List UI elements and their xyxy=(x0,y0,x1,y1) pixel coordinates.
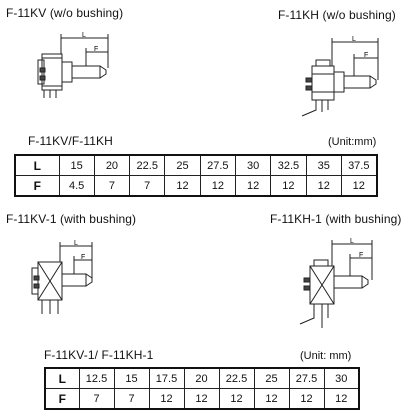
table1-cell: 4.5 xyxy=(58,175,95,197)
table2-cell: 20 xyxy=(183,367,220,389)
table1-cell: 37.5 xyxy=(340,154,378,176)
table2-row-l-label: L xyxy=(44,367,80,389)
f11kh-1-dim-f: F xyxy=(359,252,363,259)
table1-row-f: F 4.5 7 7 12 12 12 12 12 12 xyxy=(14,175,378,197)
table2: L 12.5 15 17.5 20 22.5 25 27.5 30 F 7 7 … xyxy=(44,367,360,410)
table2-cell: 12 xyxy=(323,388,360,410)
table2-row-f: F 7 7 12 12 12 12 12 12 xyxy=(44,388,360,410)
table2-cell: 7 xyxy=(113,388,150,410)
table1-cell: 27.5 xyxy=(199,154,236,176)
table1-cell: 12 xyxy=(199,175,236,197)
table1-cell: 35 xyxy=(305,154,342,176)
f11kv-dim-f: F xyxy=(94,46,98,53)
table1-cell: 12 xyxy=(340,175,378,197)
table1-cell: 12 xyxy=(164,175,201,197)
table1-cell: 20 xyxy=(93,154,131,176)
f11kv-dim-l: L xyxy=(82,32,86,39)
table1-unit: (Unit:mm) xyxy=(328,136,377,148)
f11kv-1-dim-f: F xyxy=(81,254,85,261)
table1-cell: 7 xyxy=(93,175,131,197)
table2-cell: 12 xyxy=(183,388,220,410)
table1-row-l: L 15 20 22.5 25 27.5 30 32.5 35 37.5 xyxy=(14,154,378,176)
table2-row-f-label: F xyxy=(44,388,80,410)
f11kv-1-dim-l: L xyxy=(74,240,78,247)
table1-cell: 12 xyxy=(305,175,342,197)
f11kh-1-dim-l: L xyxy=(350,238,354,245)
table2-cell: 12 xyxy=(288,388,325,410)
table2-cell: 12 xyxy=(218,388,255,410)
table2-cell: 15 xyxy=(113,367,150,389)
table1-cell: 22.5 xyxy=(129,154,166,176)
table1-row-f-label: F xyxy=(14,175,60,197)
table1-cell: 12 xyxy=(234,175,272,197)
f11kh-1-drawing: L F xyxy=(288,238,380,334)
table2-cell: 17.5 xyxy=(148,367,185,389)
table2-caption: F-11KV-1/ F-11KH-1 xyxy=(44,348,154,362)
table1: L 15 20 22.5 25 27.5 30 32.5 35 37.5 F 4… xyxy=(14,154,378,197)
table2-cell: 25 xyxy=(253,367,290,389)
table2-cell: 12 xyxy=(148,388,185,410)
table2-row-l: L 12.5 15 17.5 20 22.5 25 27.5 30 xyxy=(44,367,360,389)
table1-caption: F-11KV/F-11KH xyxy=(28,134,113,148)
table2-cell: 12.5 xyxy=(78,367,115,389)
table1-cell: 32.5 xyxy=(270,154,307,176)
table2-cell: 22.5 xyxy=(218,367,255,389)
f11kv-drawing: L F xyxy=(28,32,118,104)
diagram-title-f11kv-1: F-11KV-1 (with bushing) xyxy=(6,212,137,226)
f11kh-dim-l: L xyxy=(352,36,356,43)
table1-cell: 7 xyxy=(129,175,166,197)
table1-row-l-label: L xyxy=(14,154,60,176)
f11kh-drawing: L F xyxy=(292,36,384,124)
table2-cell: 7 xyxy=(78,388,115,410)
f11kh-dim-f: F xyxy=(364,52,368,59)
diagram-title-f11kh-1: F-11KH-1 (with bushing) xyxy=(270,212,402,226)
diagram-title-f11kv: F-11KV (w/o bushing) xyxy=(6,6,124,20)
table2-cell: 27.5 xyxy=(288,367,325,389)
table1-cell: 25 xyxy=(164,154,201,176)
diagram-title-f11kh: F-11KH (w/o bushing) xyxy=(278,8,396,22)
f11kv-1-drawing: L F xyxy=(22,240,102,324)
table2-cell: 30 xyxy=(323,367,360,389)
table2-unit: (Unit: mm) xyxy=(300,350,352,362)
table1-cell: 12 xyxy=(270,175,307,197)
table1-cell: 30 xyxy=(234,154,272,176)
table1-cell: 15 xyxy=(58,154,95,176)
table2-cell: 12 xyxy=(253,388,290,410)
